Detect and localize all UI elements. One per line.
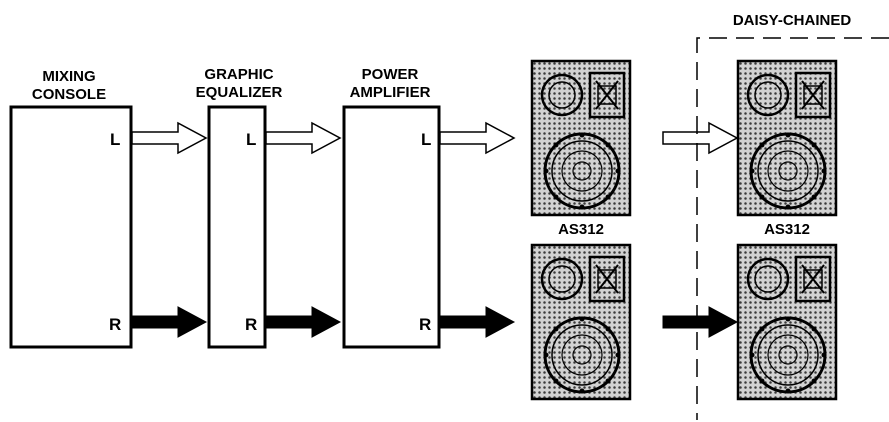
speaker-right-chained <box>736 243 838 401</box>
mixer-left-channel-label: L <box>110 130 120 149</box>
amp-right-channel-label: R <box>419 315 431 334</box>
mixer-right-channel-label: R <box>109 315 121 334</box>
speaker-right-main <box>530 243 632 401</box>
mixing-console-box <box>9 105 133 349</box>
speaker-model-label-main: AS312 <box>558 221 604 238</box>
eq-title-line1: GRAPHIC <box>204 66 273 83</box>
eq-right-channel-label: R <box>245 315 257 334</box>
right-arrow-daisy-chain <box>662 306 738 338</box>
left-arrow-mixer-to-eq <box>131 122 207 154</box>
eq-title-line2: EQUALIZER <box>196 84 283 101</box>
mixer-title-line1: MIXING <box>42 68 95 85</box>
daisy-chain-label: DAISY-CHAINED <box>733 12 852 29</box>
left-arrow-eq-to-amp <box>265 122 341 154</box>
amp-title-line2: AMPLIFIER <box>350 84 431 101</box>
right-arrow-mixer-to-eq <box>131 306 207 338</box>
mixer-title-line2: CONSOLE <box>32 86 106 103</box>
speaker-left-chained <box>736 59 838 217</box>
speaker-model-label-chained: AS312 <box>764 221 810 238</box>
power-amplifier-box <box>342 105 441 349</box>
left-arrow-amp-to-speaker <box>439 122 515 154</box>
speaker-left-main <box>530 59 632 217</box>
eq-left-channel-label: L <box>246 130 256 149</box>
amp-title-line1: POWER <box>362 66 419 83</box>
right-arrow-eq-to-amp <box>265 306 341 338</box>
graphic-equalizer-box <box>207 105 267 349</box>
amp-left-channel-label: L <box>421 130 431 149</box>
left-arrow-daisy-chain <box>662 122 738 154</box>
right-arrow-amp-to-speaker <box>439 306 515 338</box>
daisy-chain-divider <box>696 37 889 420</box>
